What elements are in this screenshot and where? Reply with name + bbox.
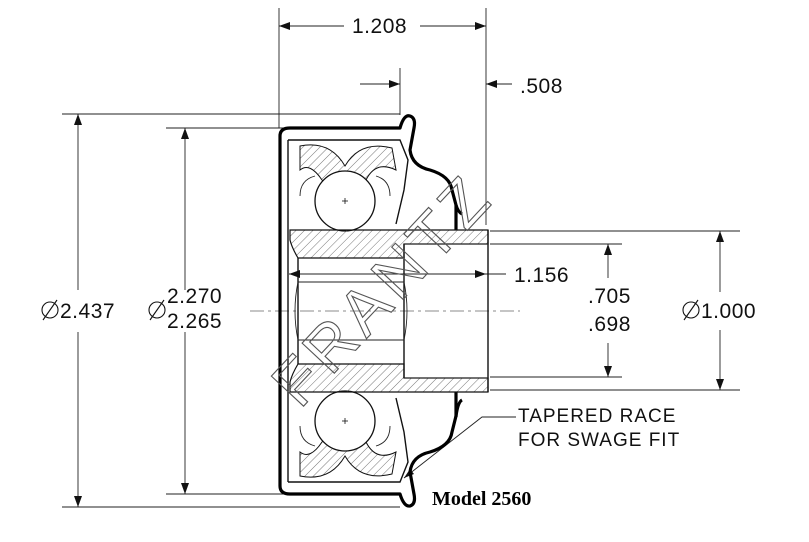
- svg-text:2.437: 2.437: [60, 300, 115, 323]
- dim-overall-width: 1.208: [352, 15, 407, 38]
- dim-bore-diameter: .705 .698: [588, 285, 631, 336]
- bearing-balls: [299, 170, 391, 452]
- svg-text:.705: .705: [588, 285, 631, 308]
- svg-text:FOR SWAGE FIT: FOR SWAGE FIT: [518, 430, 680, 451]
- diameter-symbol-icon: [41, 299, 59, 321]
- dim-outer-diameter: 2.437: [41, 299, 115, 323]
- dim-bore-length: 1.156: [514, 264, 569, 287]
- dimension-arrowheads: [74, 22, 724, 507]
- svg-text:2.270: 2.270: [167, 285, 222, 308]
- svg-text:.698: .698: [588, 313, 631, 336]
- tapered-race-note: TAPERED RACE FOR SWAGE FIT: [518, 406, 680, 451]
- svg-text:2.265: 2.265: [167, 310, 222, 333]
- shield-profile: [287, 139, 409, 483]
- diameter-symbol-icon: [682, 299, 700, 321]
- dim-hub-diameter: 1.000: [682, 299, 756, 323]
- dim-flange-offset: .508: [520, 75, 563, 98]
- svg-text:1.000: 1.000: [701, 300, 756, 323]
- inner-race-hub: [289, 229, 489, 393]
- model-label: Model 2560: [432, 488, 531, 510]
- diameter-symbol-icon: [148, 299, 166, 321]
- extension-lines: [62, 8, 740, 508]
- svg-text:TAPERED RACE: TAPERED RACE: [518, 406, 676, 427]
- dim-shield-diameter: 2.270 2.265: [148, 285, 222, 333]
- outer-housing: [278, 114, 463, 508]
